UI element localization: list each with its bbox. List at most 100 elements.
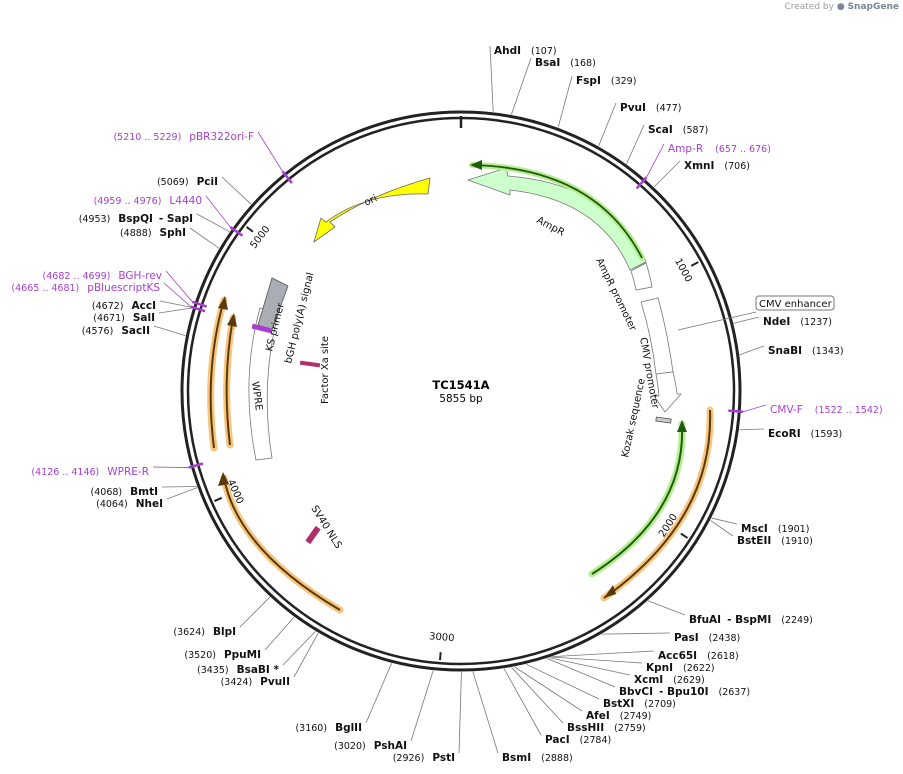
kozak-label: Kozak sequence	[620, 377, 648, 458]
enzyme-label: PciI	[197, 176, 218, 188]
enzyme-position: (3435)	[197, 665, 229, 676]
primer-range: (4665 .. 4681)	[11, 283, 79, 294]
primer-label: pBR322ori-F	[189, 131, 254, 143]
enzyme-position: (5069)	[157, 177, 189, 188]
enzyme-position: (3020)	[334, 741, 366, 752]
enzyme-label: XmnI	[684, 160, 714, 172]
enzyme-leader	[711, 517, 738, 525]
enzyme-position: (168)	[570, 58, 596, 69]
plasmid-name: TC1541A	[432, 378, 489, 392]
orf-outer-head	[604, 585, 616, 598]
primer-mark	[635, 176, 648, 190]
enzyme-position: (1237)	[800, 317, 832, 328]
enzyme-leader	[547, 658, 616, 688]
orf-left-a-head	[218, 472, 229, 486]
orf-inner-head	[677, 420, 687, 432]
enzyme-label: BmtI	[130, 486, 158, 498]
enzyme-leader	[551, 656, 643, 664]
enzyme-position: (477)	[656, 103, 682, 114]
primer-label: WPRE-R	[107, 466, 149, 478]
enzyme-leader	[557, 75, 573, 128]
enzyme-label: PacI	[545, 734, 570, 746]
enzyme-position: (2709)	[644, 699, 676, 710]
ampr-orf	[471, 164, 643, 259]
enzyme-label: AccI	[132, 300, 156, 312]
enzyme-position: (2618)	[707, 651, 739, 662]
enzyme-label: SacII	[121, 325, 150, 337]
enzyme-label: PvuI	[620, 102, 646, 114]
enzyme-leader	[264, 616, 295, 651]
enzyme-label: BstEII	[737, 535, 771, 547]
enzyme-label: PasI	[674, 632, 699, 644]
primer-range: (4682 .. 4699)	[43, 271, 111, 282]
factor-xa-label: Factor Xa site	[320, 336, 331, 404]
enzyme-position: (2749)	[620, 711, 652, 722]
enzyme-leader	[514, 666, 583, 712]
enzyme-position: (2926)	[393, 753, 425, 764]
enzyme-label: PshAI	[374, 740, 407, 752]
orf-left-a	[223, 477, 341, 611]
snapgene-credit: Created by ● SnapGene	[784, 2, 899, 12]
enzyme-leader	[293, 632, 319, 678]
primer-label: L4440	[169, 195, 202, 207]
enzyme-label: FspI	[576, 75, 601, 87]
enzyme-label: MscI	[741, 523, 768, 535]
primer-range: (4959 .. 4976)	[94, 196, 162, 207]
enzyme-label: BlpI	[213, 626, 236, 638]
cmv-enhancer-labelbox	[755, 295, 835, 311]
enzyme-leader	[196, 213, 230, 233]
ampr-promoter-arrow	[630, 262, 653, 291]
primer-leader	[205, 195, 231, 228]
wpre-label: WPRE	[249, 381, 264, 411]
enzyme-leader	[489, 45, 494, 112]
enzyme-label: BsaBI *	[237, 664, 280, 676]
enzyme-leader	[166, 487, 198, 500]
primer-leader	[257, 131, 283, 172]
enzyme-leader	[526, 663, 600, 700]
tick-mark	[214, 496, 223, 502]
enzyme-position: (2759)	[614, 723, 646, 734]
kozak-box	[655, 416, 672, 424]
enzyme-position: (2249)	[781, 615, 813, 626]
enzyme-position: (3624)	[173, 627, 205, 638]
sv40-label: SV40 NLS	[308, 504, 343, 551]
primer-leader	[165, 270, 193, 303]
enzyme-leader	[365, 663, 392, 724]
tick-mark	[245, 226, 254, 233]
cmv-enhancer-leader	[677, 311, 757, 331]
enzyme-label-alt: - SapI	[159, 213, 193, 225]
tick-mark	[680, 532, 689, 539]
enzyme-leader	[511, 667, 564, 724]
enzyme-position: (329)	[611, 76, 637, 87]
enzyme-leader	[159, 300, 193, 309]
tick-label: 5000	[248, 224, 272, 251]
enzyme-label: AfeI	[586, 710, 610, 722]
enzyme-label: BstXI	[603, 698, 634, 710]
enzyme-position: (587)	[683, 125, 709, 136]
enzyme-leader	[549, 657, 631, 676]
enzyme-position: (3160)	[295, 723, 327, 734]
enzyme-position: (4671)	[93, 313, 125, 324]
enzyme-leader	[282, 631, 316, 666]
enzyme-leader	[458, 671, 462, 754]
credit-prefix: Created by	[784, 2, 834, 12]
enzyme-label: SnaBI	[768, 345, 802, 357]
enzyme-leader	[239, 596, 271, 628]
enzyme-leader	[189, 227, 220, 249]
primer-range: (1522 .. 1542)	[815, 405, 883, 416]
enzyme-label: BglII	[335, 722, 362, 734]
enzyme-leader	[739, 345, 765, 356]
enzyme-position: (2637)	[719, 687, 751, 698]
enzyme-leader	[626, 124, 645, 165]
enzyme-position: (2629)	[673, 675, 705, 686]
enzyme-label: NheI	[136, 498, 163, 510]
ori-label: ori	[362, 193, 379, 209]
primer-leader	[646, 143, 665, 178]
enzyme-leader	[710, 520, 734, 537]
enzyme-position: (1343)	[812, 346, 844, 357]
cmv-enhancer-label: CMV enhancer	[759, 299, 833, 310]
plasmid-length: 5855 bp	[439, 393, 483, 405]
enzyme-leader	[410, 670, 434, 742]
enzyme-position: (4068)	[91, 487, 123, 498]
orf-outer-glow	[600, 406, 714, 602]
